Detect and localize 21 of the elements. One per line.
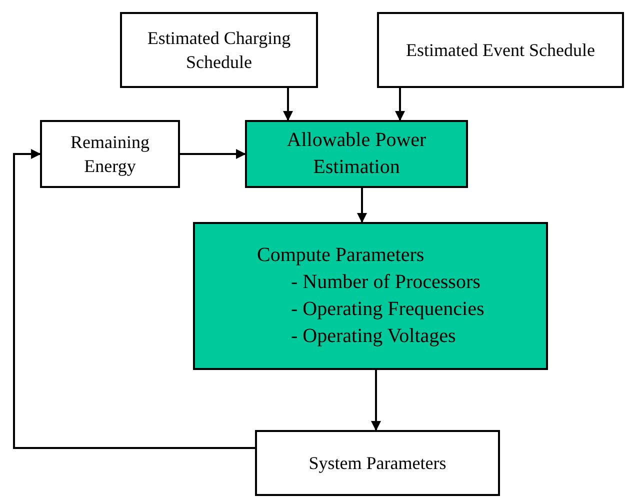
list-item: - Operating Frequencies [291, 297, 484, 322]
box-label: Remaining Energy [70, 130, 150, 178]
arrow [180, 149, 246, 159]
box-label: Estimated Event Schedule [406, 38, 595, 62]
box-label: System Parameters [308, 452, 446, 475]
list-item: - Number of Processors [291, 270, 480, 295]
input-box [120, 12, 318, 88]
box-label: Allowable Power Estimation [286, 128, 428, 180]
box-label: Estimated Charging Schedule [146, 26, 292, 74]
list-item: - Operating Voltages [291, 324, 456, 349]
arrow [395, 88, 405, 121]
arrow [357, 188, 367, 223]
input-box [377, 12, 624, 88]
arrow [283, 88, 293, 121]
box-heading: Compute Parameters [257, 243, 424, 268]
arrow [371, 370, 381, 431]
input-box [40, 120, 180, 188]
process-box [193, 222, 548, 370]
process-box [245, 120, 468, 188]
arrow [13, 149, 255, 449]
input-box [255, 430, 500, 496]
